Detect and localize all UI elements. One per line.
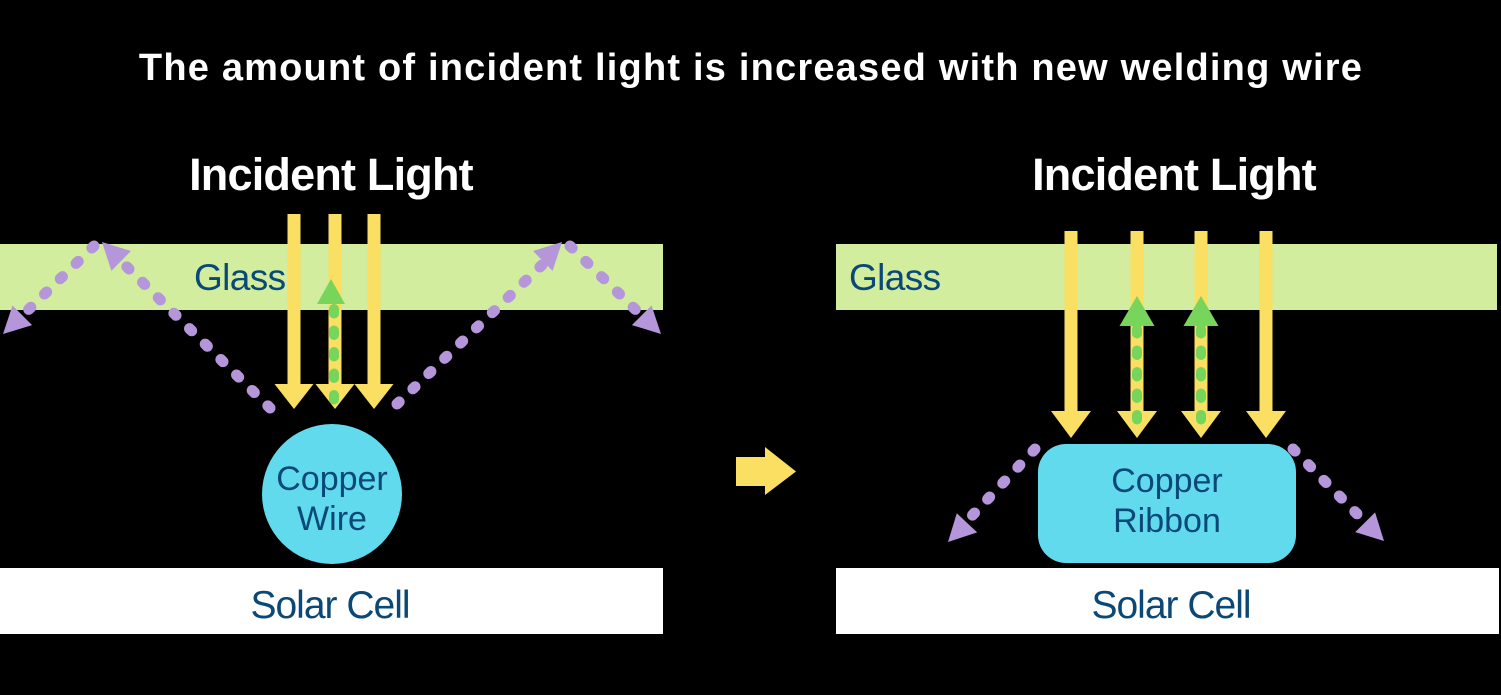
svg-text:Glass: Glass: [194, 257, 286, 298]
svg-text:Ribbon: Ribbon: [1113, 502, 1221, 540]
svg-text:The amount of incident light i: The amount of incident light is increase…: [139, 47, 1363, 89]
svg-text:Solar Cell: Solar Cell: [1091, 584, 1250, 627]
svg-text:Wire: Wire: [297, 500, 367, 538]
svg-text:Glass: Glass: [849, 257, 941, 298]
svg-text:Incident Light: Incident Light: [189, 149, 474, 200]
svg-text:Solar Cell: Solar Cell: [250, 584, 409, 627]
svg-text:Copper: Copper: [276, 460, 388, 498]
svg-text:Incident Light: Incident Light: [1032, 149, 1317, 200]
svg-text:Copper: Copper: [1111, 462, 1223, 500]
